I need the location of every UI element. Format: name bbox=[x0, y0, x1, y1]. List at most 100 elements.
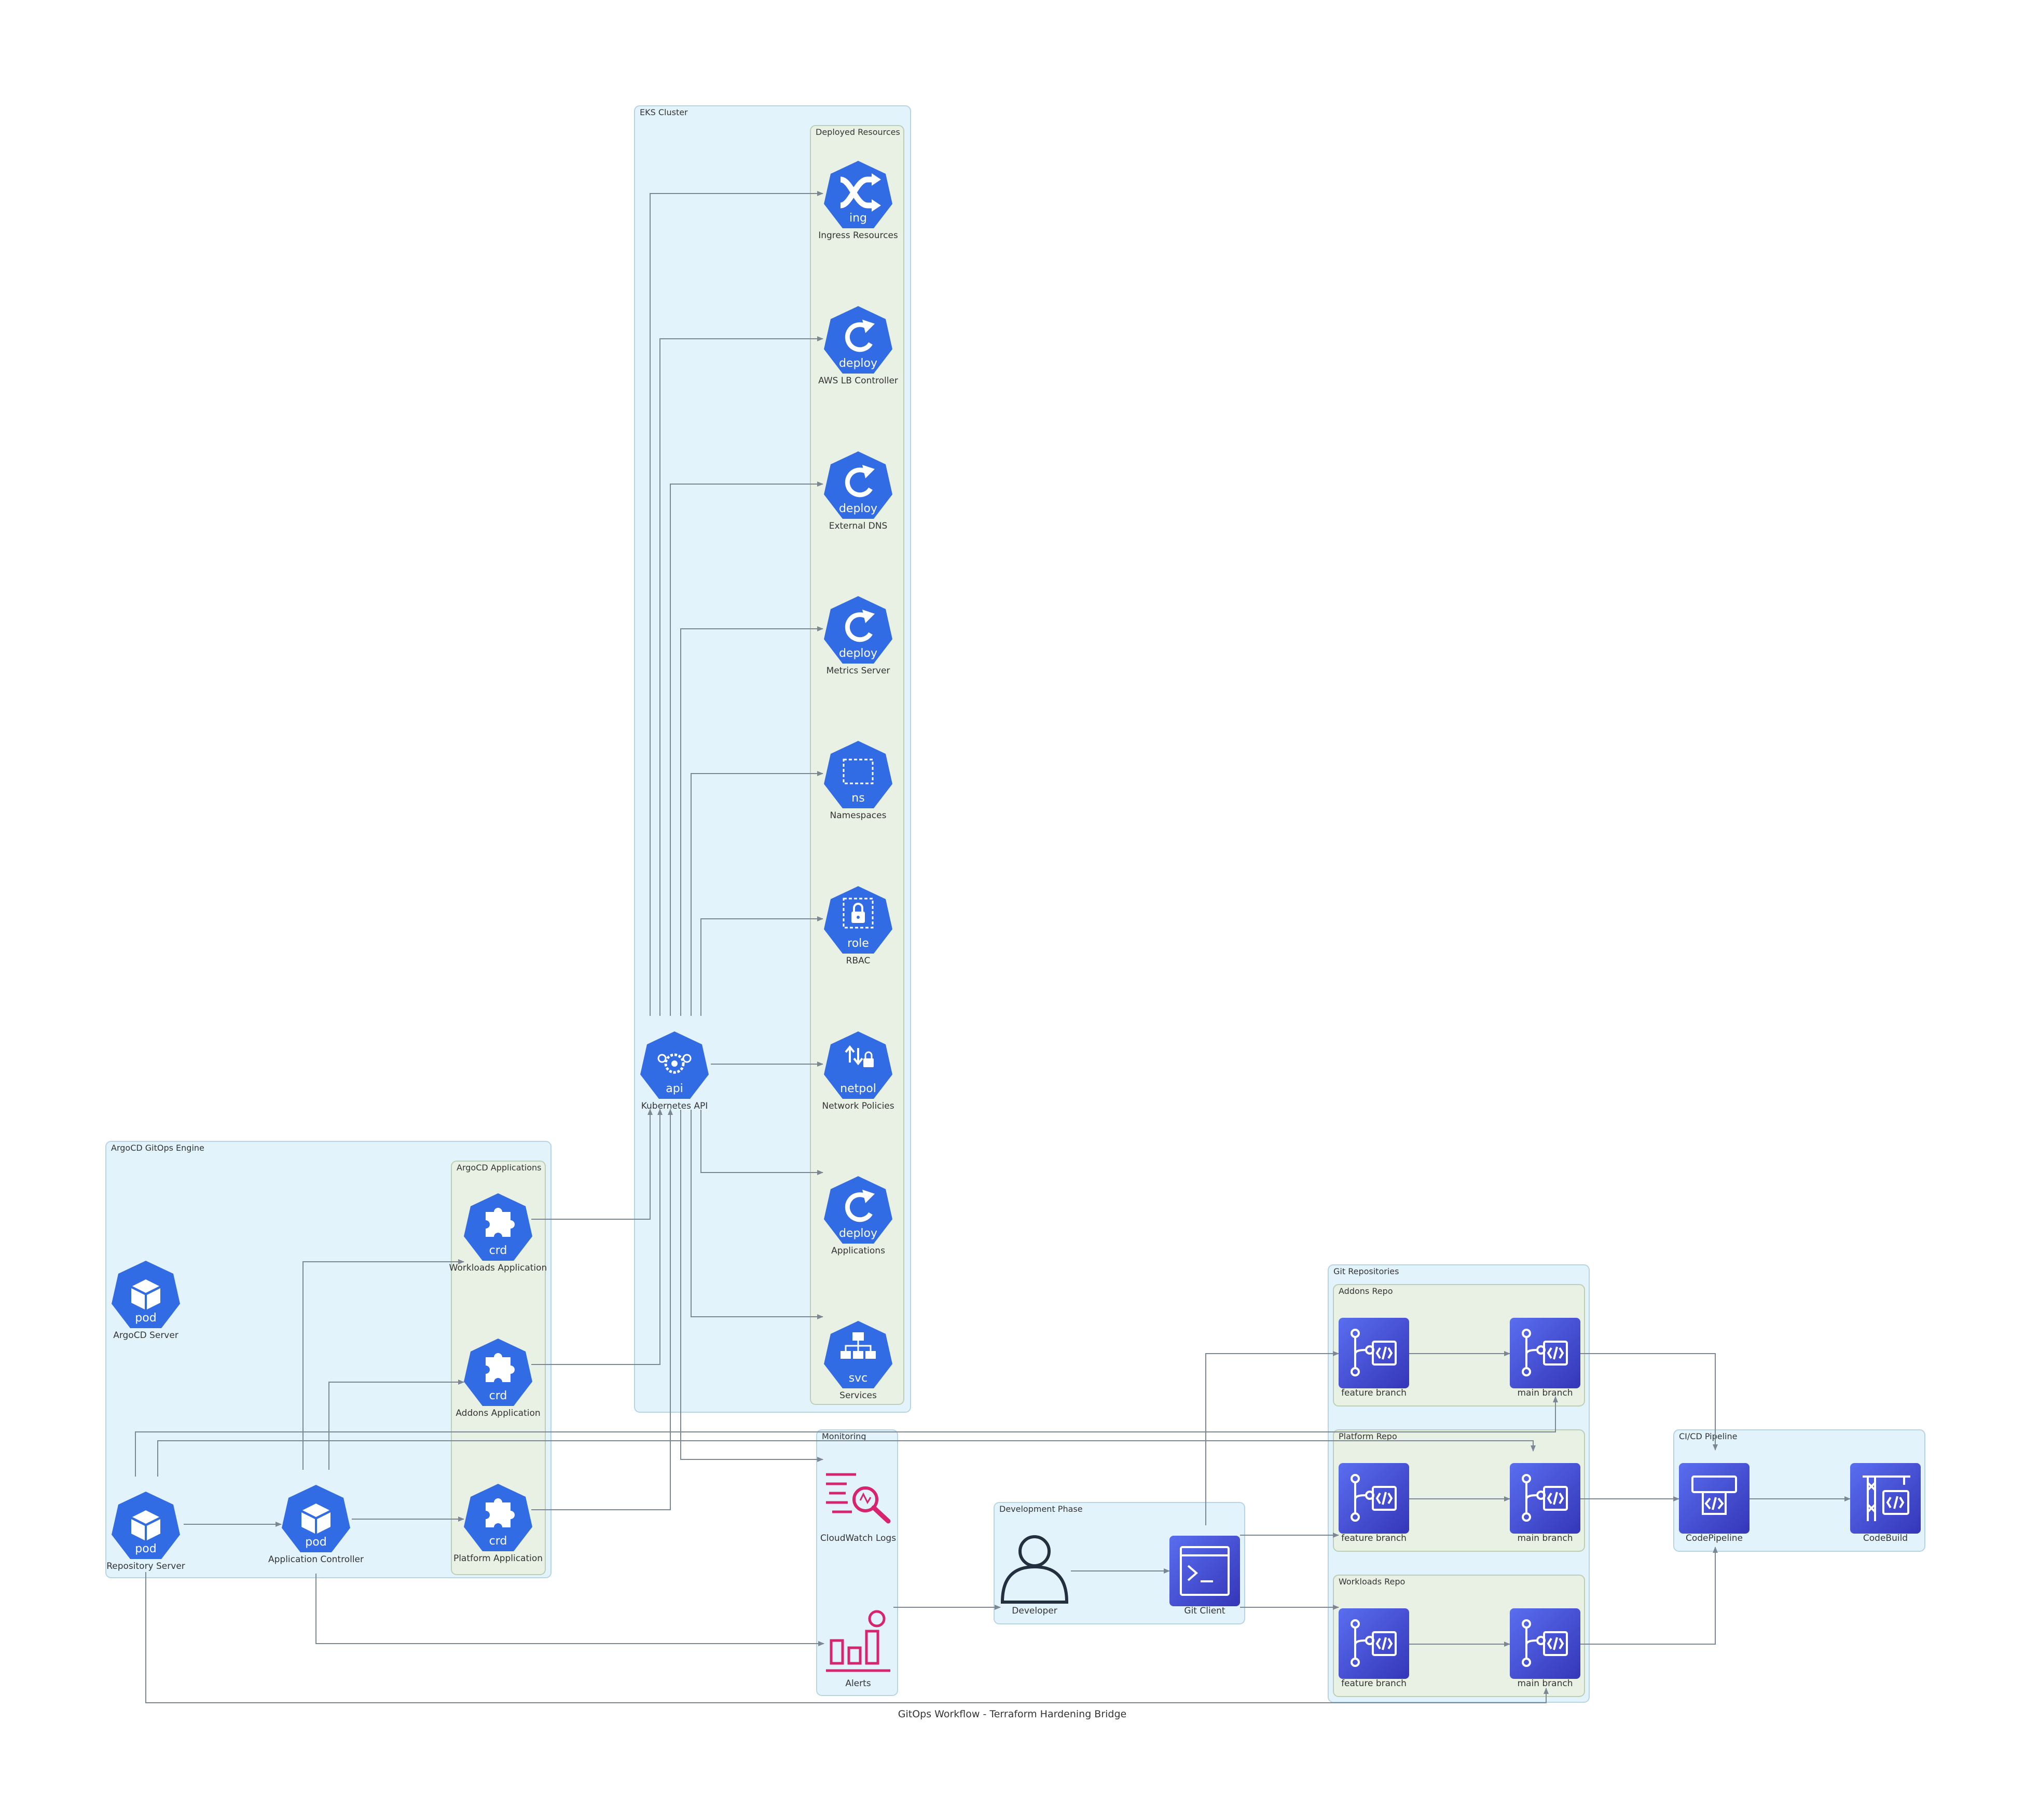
platformapp-tag: crd bbox=[489, 1535, 507, 1548]
node-codepipeline[interactable]: CodePipeline bbox=[1679, 1463, 1750, 1543]
reposerver-label: Repository Server bbox=[106, 1561, 185, 1571]
cluster-argocd-engine: ArgoCD GitOps Engine bbox=[105, 1141, 552, 1578]
addonsapp-tag: crd bbox=[489, 1389, 507, 1402]
cluster-workloads-repo-label: Workloads Repo bbox=[1339, 1577, 1405, 1587]
edge-workloads-api bbox=[531, 1109, 653, 1220]
lock-icon bbox=[824, 886, 892, 954]
edge-api-ingress bbox=[650, 191, 823, 1016]
node-developer[interactable]: Developer bbox=[1000, 1535, 1069, 1616]
node-addons-main[interactable]: main branch bbox=[1510, 1318, 1580, 1398]
node-workloads-feature[interactable]: feature branch bbox=[1339, 1608, 1409, 1689]
gitclient-label: Git Client bbox=[1184, 1606, 1225, 1616]
edge-api-namespaces bbox=[691, 771, 823, 1016]
node-kubeapi[interactable]: api Kubernetes API bbox=[640, 1031, 709, 1111]
platform-feature-label: feature branch bbox=[1341, 1533, 1407, 1543]
edge-reposerver-addons-main bbox=[135, 1396, 1558, 1477]
cube-icon bbox=[112, 1261, 180, 1328]
cluster-argocd-apps-label: ArgoCD Applications bbox=[457, 1163, 542, 1173]
edge-reposerver-workloads-main bbox=[145, 1572, 1549, 1703]
platform-main-label: main branch bbox=[1518, 1533, 1573, 1543]
cloudwatch-logs-icon bbox=[826, 1473, 891, 1524]
edges bbox=[135, 191, 1851, 1703]
node-rbac[interactable]: role RBAC bbox=[824, 886, 892, 966]
deploy-refresh-icon bbox=[824, 596, 892, 664]
appcontroller-label: Application Controller bbox=[268, 1554, 364, 1565]
edge-controller-alerts bbox=[315, 1574, 824, 1646]
cube-icon bbox=[112, 1492, 180, 1559]
argoserver-tag: pod bbox=[135, 1312, 156, 1325]
node-applications[interactable]: deploy Applications bbox=[824, 1176, 892, 1256]
cwlogs-label: CloudWatch Logs bbox=[820, 1533, 896, 1543]
node-awslb[interactable]: deploy AWS LB Controller bbox=[818, 306, 898, 386]
node-workloads-main[interactable]: main branch bbox=[1510, 1608, 1580, 1689]
namespaces-tag: ns bbox=[851, 792, 864, 805]
ingress-label: Ingress Resources bbox=[818, 230, 898, 241]
node-platform-feature[interactable]: feature branch bbox=[1339, 1463, 1409, 1543]
awslb-tag: deploy bbox=[839, 357, 877, 370]
node-platform-main[interactable]: main branch bbox=[1510, 1463, 1580, 1543]
edge-addons-main-pipeline bbox=[1580, 1353, 1718, 1451]
node-appcontroller[interactable]: pod Application Controller bbox=[268, 1485, 364, 1565]
node-namespaces[interactable]: ns Namespaces bbox=[824, 741, 892, 821]
netpol-label: Network Policies bbox=[822, 1101, 894, 1111]
node-ingress[interactable]: ing Ingress Resources bbox=[818, 161, 898, 241]
node-netpol[interactable]: netpol Network Policies bbox=[822, 1031, 894, 1111]
cluster-eks-label: EKS Cluster bbox=[640, 107, 688, 117]
edge-platform-api bbox=[531, 1109, 673, 1510]
awslb-label: AWS LB Controller bbox=[818, 376, 898, 386]
shuffle-icon bbox=[824, 161, 892, 228]
extdns-tag: deploy bbox=[839, 502, 877, 515]
node-extdns[interactable]: deploy External DNS bbox=[824, 451, 892, 531]
namespace-icon bbox=[824, 741, 892, 808]
puzzle-icon bbox=[464, 1484, 532, 1551]
metrics-label: Metrics Server bbox=[826, 666, 890, 676]
puzzle-icon bbox=[464, 1339, 532, 1406]
edge-api-services bbox=[691, 1110, 823, 1319]
node-metrics[interactable]: deploy Metrics Server bbox=[824, 596, 892, 676]
metrics-tag: deploy bbox=[839, 647, 877, 660]
netpol-tag: netpol bbox=[840, 1082, 876, 1095]
cluster-cicd-label: CI/CD Pipeline bbox=[1679, 1431, 1737, 1441]
node-cwlogs[interactable]: CloudWatch Logs bbox=[820, 1473, 896, 1543]
codecommit-icon bbox=[1510, 1318, 1580, 1388]
codecommit-icon bbox=[1339, 1463, 1409, 1534]
edge-gitclient-addons-feature bbox=[1205, 1351, 1339, 1525]
rbac-tag: role bbox=[847, 937, 869, 950]
cluster-platform-repo-label: Platform Repo bbox=[1339, 1431, 1397, 1441]
node-argoserver[interactable]: pod ArgoCD Server bbox=[112, 1261, 180, 1341]
platformapp-label: Platform Application bbox=[453, 1553, 543, 1564]
node-codebuild[interactable]: CodeBuild bbox=[1850, 1463, 1921, 1543]
terminal-icon bbox=[1169, 1536, 1240, 1606]
rbac-label: RBAC bbox=[846, 956, 871, 966]
cluster-dev-phase-label: Development Phase bbox=[999, 1504, 1083, 1514]
node-gitclient[interactable]: Git Client bbox=[1169, 1536, 1240, 1616]
diagram-title: GitOps Workflow - Terraform Hardening Br… bbox=[898, 1708, 1126, 1720]
node-alerts[interactable]: Alerts bbox=[826, 1610, 890, 1689]
node-platformapp[interactable]: crd Platform Application bbox=[453, 1484, 543, 1564]
node-services[interactable]: svc Services bbox=[824, 1321, 892, 1401]
alerts-label: Alerts bbox=[845, 1678, 871, 1689]
codepipeline-icon bbox=[1679, 1463, 1750, 1534]
node-addonsapp[interactable]: crd Addons Application bbox=[456, 1339, 541, 1418]
puzzle-icon bbox=[464, 1193, 532, 1261]
cluster-deployed-label: Deployed Resources bbox=[816, 127, 900, 137]
node-reposerver[interactable]: pod Repository Server bbox=[106, 1492, 185, 1571]
node-workloadsapp[interactable]: crd Workloads Application bbox=[449, 1193, 547, 1273]
deploy-refresh-icon bbox=[824, 306, 892, 374]
edge-api-metrics bbox=[680, 626, 823, 1016]
workloadsapp-tag: crd bbox=[489, 1244, 507, 1257]
cluster-monitoring-label: Monitoring bbox=[822, 1431, 866, 1441]
extdns-label: External DNS bbox=[829, 521, 888, 531]
edge-api-extdns bbox=[670, 481, 823, 1016]
applications-label: Applications bbox=[831, 1246, 885, 1256]
node-addons-feature[interactable]: feature branch bbox=[1339, 1318, 1409, 1398]
addons-feature-label: feature branch bbox=[1341, 1388, 1407, 1398]
workloads-feature-label: feature branch bbox=[1341, 1678, 1407, 1689]
api-gear-icon bbox=[640, 1031, 709, 1099]
edge-controller-workloads bbox=[302, 1259, 464, 1470]
cube-icon bbox=[282, 1485, 350, 1552]
kubeapi-tag: api bbox=[666, 1082, 683, 1095]
edge-addons-api bbox=[531, 1109, 663, 1365]
codebuild-label: CodeBuild bbox=[1863, 1533, 1908, 1543]
codecommit-icon bbox=[1510, 1608, 1580, 1679]
